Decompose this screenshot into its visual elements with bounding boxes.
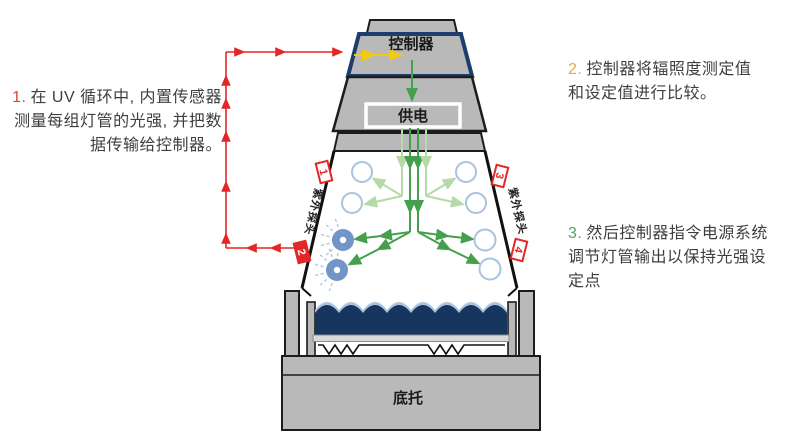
- uv-probe-side-label-left: 紫外探头: [302, 187, 326, 237]
- lamp-left-3-center: [339, 236, 347, 244]
- lamp-right-3: [473, 228, 497, 252]
- uv-probe-4-number: 4: [511, 245, 524, 255]
- pillar-outer-right: [518, 290, 535, 357]
- green-branch-r4: [417, 231, 481, 265]
- base-label: 底托: [393, 389, 423, 407]
- uv-probe-2-number: 2: [294, 248, 307, 257]
- green-branch-r3: [417, 228, 475, 244]
- lamp-left-1: [351, 161, 373, 183]
- green-branch-l4: [347, 231, 411, 266]
- lamp-right-2: [465, 192, 487, 214]
- chamber-wall-feet: [301, 287, 518, 297]
- specimen-tray: [312, 334, 510, 342]
- uv-probe-4: 4: [509, 237, 529, 263]
- step-1-text: 在 UV 循环中, 内置传感器测量每组灯管的光强, 并把数据传输给控制器。: [14, 89, 222, 154]
- lamp-left-3-rays: [318, 216, 339, 264]
- lamp-right-1: [455, 161, 477, 183]
- lamp-left-2: [341, 192, 363, 214]
- step-2-annotation: 2.控制器将辐照度测定值和设定值进行比较。: [568, 58, 754, 106]
- uv-probe-3: 3: [490, 163, 510, 189]
- lamp-left-4-rays: [312, 246, 333, 294]
- power-label: 供电: [397, 107, 428, 125]
- controller-label: 控制器: [388, 35, 434, 53]
- light-green-branch-r2: [425, 195, 465, 208]
- uv-probe-side-label-right: 紫外探头: [506, 186, 530, 236]
- uv-probe-2: 2: [292, 239, 312, 265]
- green-branch-l3: [353, 228, 411, 244]
- step-1-annotation: 1.在 UV 循环中, 内置传感器测量每组灯管的光强, 并把数据传输给控制器。: [8, 86, 222, 158]
- light-green-branch-l2: [363, 195, 403, 208]
- uv-probe-3-number: 3: [492, 171, 505, 180]
- pillar-outer-left: [284, 290, 300, 357]
- step-1-number: 1.: [12, 89, 27, 106]
- lamp-right-4: [478, 257, 502, 281]
- lamp-left-4-center: [333, 266, 341, 274]
- spring-supports: [318, 343, 505, 356]
- step-2-text: 控制器将辐照度测定值和设定值进行比较。: [568, 61, 752, 102]
- step-2-number: 2.: [568, 61, 583, 78]
- step-3-number: 3.: [568, 225, 583, 242]
- post-inner-right: [507, 301, 517, 357]
- post-inner-left: [306, 301, 316, 357]
- step-3-annotation: 3.然后控制器指令电源系统调节灯管输出以保持光强设定点: [568, 222, 768, 294]
- base-block: [281, 355, 541, 431]
- water-tray: [315, 305, 507, 335]
- light-green-branch-r1: [425, 177, 457, 197]
- step-3-text: 然后控制器指令电源系统调节灯管输出以保持光强设定点: [568, 225, 768, 290]
- light-green-branch-l1: [371, 177, 403, 197]
- top-cap: [365, 19, 459, 34]
- uv-probe-1-number: 1: [316, 168, 329, 177]
- uv-probe-1: 1: [314, 159, 334, 185]
- power-box: [364, 102, 462, 129]
